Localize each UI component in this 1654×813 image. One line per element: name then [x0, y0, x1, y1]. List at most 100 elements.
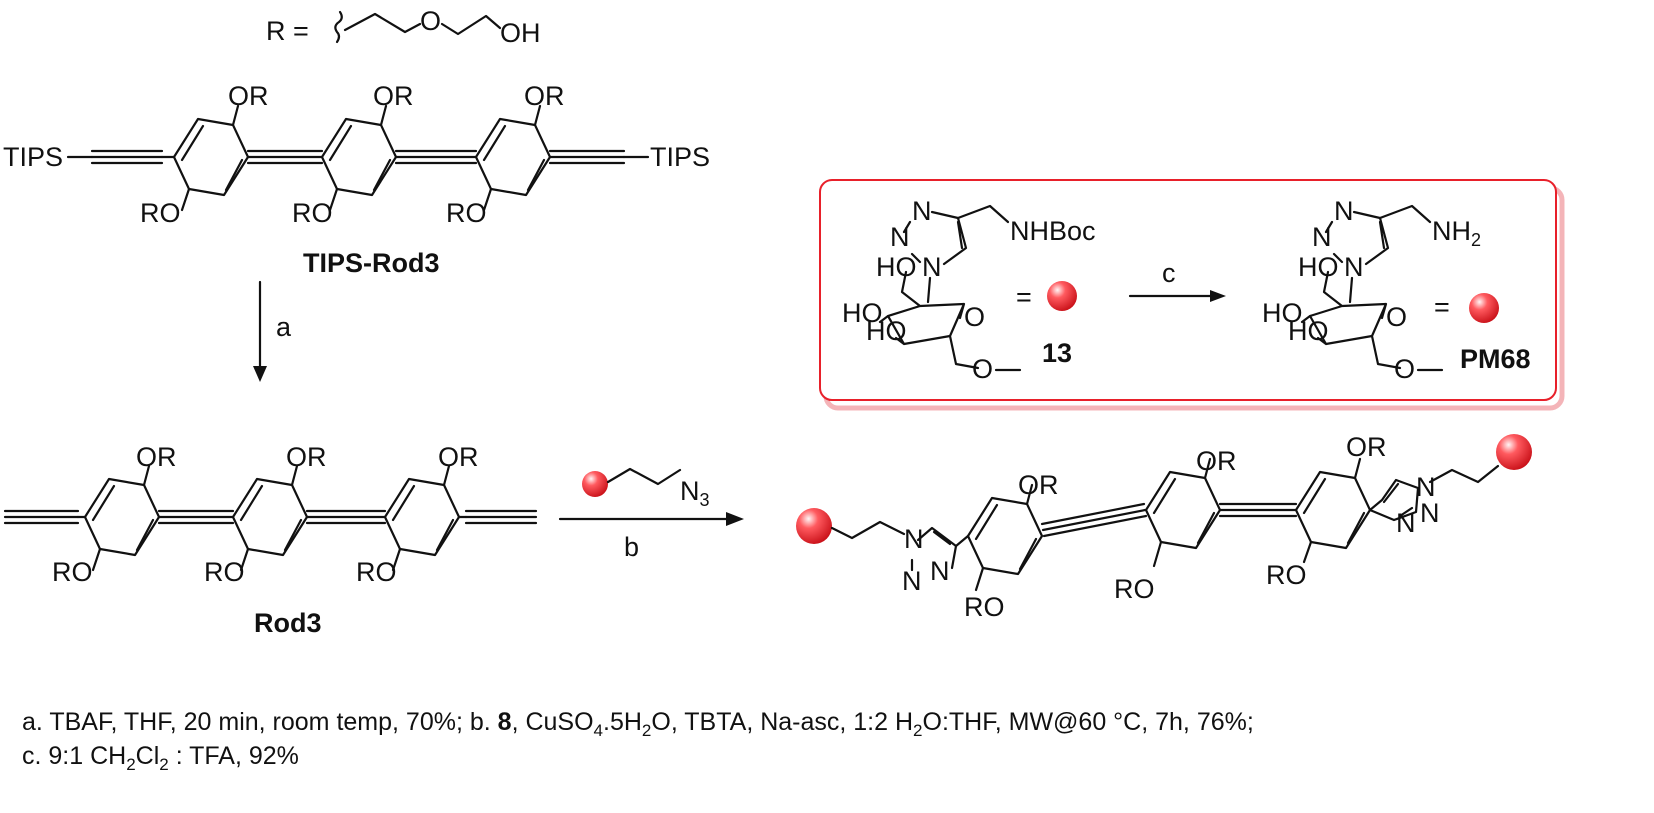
- ro-label: RO: [292, 198, 333, 228]
- aminomethyl-bond: [1378, 204, 1432, 224]
- ring-double-bonds: [180, 124, 244, 192]
- triple-bond: [305, 509, 387, 525]
- reaction-arrow-a: a: [253, 280, 292, 382]
- tips-right-label: TIPS: [650, 142, 710, 172]
- ring-double-bonds: [239, 484, 303, 552]
- hydroxyl-label: HO: [842, 298, 883, 328]
- conditions-text: Cl: [135, 742, 160, 770]
- or-label: OR: [373, 81, 414, 111]
- triazole-ring: [1324, 210, 1390, 266]
- pm68-label: PM68: [1460, 344, 1531, 374]
- ro-label: RO: [204, 557, 245, 587]
- ring-substituent-bonds: [328, 104, 388, 212]
- triple-bond: [246, 149, 324, 165]
- ring-substituent-bonds: [391, 464, 451, 572]
- sugar-sphere-icon: [1469, 293, 1499, 323]
- triple-bond: [548, 149, 626, 165]
- ring-oxygen-label: O: [964, 302, 985, 332]
- triazole-ring: [902, 210, 968, 266]
- hydroxyl-label: HO: [1262, 298, 1303, 328]
- step-c-label: c: [1162, 258, 1176, 288]
- tips-left-label: TIPS: [3, 142, 63, 172]
- or-label: OR: [228, 81, 269, 111]
- pyranose-ring: [878, 270, 980, 370]
- hydroxyl-label: HO: [876, 252, 917, 282]
- or-label: OR: [1346, 432, 1387, 462]
- ethyl-linker: [606, 467, 682, 486]
- sugar-sphere-icon: [1496, 434, 1532, 470]
- conditions-text: a. TBAF, THF, 20 min, room temp, 70%; b.: [22, 708, 498, 736]
- reaction-arrow-c: c: [1128, 258, 1226, 302]
- triazole-n-label: N: [1334, 196, 1354, 226]
- triple-bond: [157, 509, 235, 525]
- azide-label: N3: [680, 476, 710, 510]
- ether-chain-2: [440, 14, 502, 36]
- inset-box: [819, 179, 1557, 401]
- triple-bond: [90, 149, 164, 165]
- ether-chain: [343, 12, 422, 34]
- reaction-arrow-b: N3 b: [558, 467, 744, 562]
- or-label: OR: [1018, 470, 1059, 500]
- subscript: 4: [593, 721, 604, 740]
- hydroxyl-label: HO: [866, 316, 907, 346]
- ro-label: RO: [1114, 574, 1155, 604]
- triazole-n-label: N: [912, 196, 932, 226]
- conditions-text: , CuSO: [511, 708, 594, 736]
- step-b-label: b: [624, 532, 639, 562]
- triazole-n-label: N: [1420, 498, 1440, 528]
- wavy-bond-icon: [334, 10, 343, 44]
- bond: [954, 534, 970, 548]
- hydroxyl-label: HO: [1298, 252, 1339, 282]
- triple-bond: [1040, 502, 1148, 538]
- ethyl-linker: [1428, 464, 1500, 484]
- ring-double-bonds: [391, 484, 455, 552]
- ring-double-bonds: [91, 484, 155, 552]
- arrowhead-icon: [726, 512, 744, 526]
- nh2-label: NH2: [1432, 216, 1481, 250]
- rod3-structure: OR RO OR RO OR RO Rod3: [3, 442, 538, 638]
- conditions-line-1: a. TBAF, THF, 20 min, room temp, 70%; b.…: [22, 706, 1254, 747]
- ro-label: RO: [964, 592, 1005, 622]
- ring-double-bonds: [328, 124, 392, 192]
- conditions-line-2: c. 9:1 CH2Cl2 : TFA, 92%: [22, 740, 299, 781]
- ring-substituent-bonds: [974, 483, 1034, 592]
- ring-substituent-bonds: [76, 464, 151, 572]
- triazole-ring: [910, 526, 958, 572]
- sugar-sphere-icon: [582, 471, 608, 497]
- aminomethyl-bond: [956, 204, 1010, 224]
- methoxy-oxygen-label: O: [1394, 354, 1415, 384]
- or-label: OR: [286, 442, 327, 472]
- conditions-text: : TFA, 92%: [168, 742, 299, 770]
- triazole-n-label: N: [922, 252, 942, 282]
- triazole-ring: [1368, 478, 1420, 522]
- triple-bond: [394, 149, 478, 165]
- conditions-text: O, TBTA, Na-asc, 1:2 H: [651, 708, 914, 736]
- ro-label: RO: [52, 557, 93, 587]
- triazole-n-label: N: [1344, 252, 1364, 282]
- r-group-definition: R = O OH: [266, 6, 541, 48]
- sugar-sphere-icon: [1047, 281, 1077, 311]
- arrowhead-icon: [1210, 290, 1226, 302]
- product-structure: N N N OR RO OR RO OR RO N N N: [796, 432, 1532, 622]
- r-equals-label: R =: [266, 16, 309, 46]
- equals-sign: =: [1016, 282, 1032, 312]
- ring-double-bonds: [1302, 477, 1366, 545]
- tips-rod3-label: TIPS-Rod3: [303, 248, 440, 278]
- triazole-n-label: N: [1416, 472, 1436, 502]
- nhboc-label: NHBoc: [1010, 216, 1096, 246]
- step-a-label: a: [276, 312, 292, 342]
- triazole-n-label: N: [902, 566, 922, 596]
- triple-bond: [1218, 502, 1298, 518]
- methoxy-oxygen-label: O: [972, 354, 993, 384]
- ro-label: RO: [1266, 560, 1307, 590]
- ro-label: RO: [446, 198, 487, 228]
- arrowhead-icon: [253, 366, 267, 382]
- ro-label: RO: [140, 198, 181, 228]
- deprotection-inset: N N N NHBoc O O HO HO HO = 13 c N N: [819, 179, 1565, 411]
- ring-substituent-bonds: [482, 104, 542, 212]
- ring-double-bonds: [974, 503, 1038, 571]
- triazole-n-label: N: [904, 524, 924, 554]
- subscript: 2: [126, 755, 136, 774]
- ring-double-bonds: [482, 124, 546, 192]
